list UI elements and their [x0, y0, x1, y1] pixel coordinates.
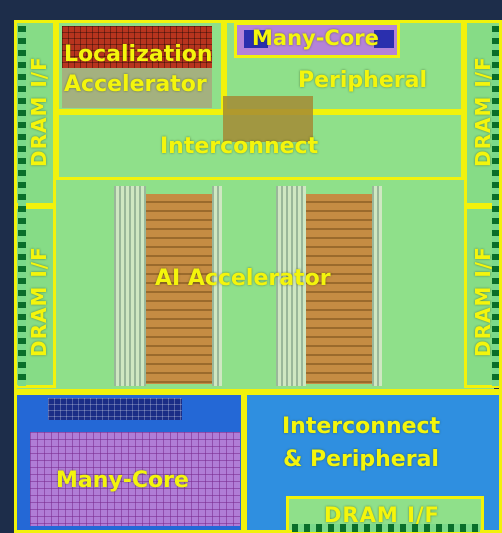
many-core-top-label: Many-Core — [252, 26, 379, 50]
localization-accelerator-array — [62, 26, 212, 68]
ai-accelerator-array-right-io — [276, 186, 306, 386]
die-outline — [14, 20, 502, 392]
many-core-top-core — [244, 30, 268, 48]
many-core-bottom-label: Many-Core — [56, 468, 189, 493]
many-core-bottom-cache — [48, 398, 182, 420]
ai-accelerator-array-right — [306, 194, 372, 384]
many-core-top-core-2 — [374, 30, 394, 48]
peripheral-label: Peripheral — [298, 68, 428, 93]
ai-accelerator-array-right-io-2 — [372, 186, 382, 386]
interconnect-peripheral-label: Interconnect & Peripheral — [282, 414, 441, 472]
localization-accelerator-gray — [62, 68, 212, 108]
interconnect-core — [223, 96, 313, 142]
dram-pads-bottom — [292, 524, 480, 532]
localization-accelerator-label: Localization Accelerator — [64, 42, 213, 97]
ai-accelerator-array-left — [146, 194, 212, 384]
dram-pads-right — [492, 26, 500, 386]
dram-pads-left — [18, 26, 26, 386]
dram-if-bottom-label: DRAM I/F — [324, 503, 440, 527]
interconnect-label: Interconnect — [160, 134, 319, 159]
many-core-bottom-array — [30, 432, 240, 526]
ai-accelerator-array-left-io-2 — [212, 186, 222, 386]
ai-accelerator-label: AI Accelerator — [155, 266, 331, 291]
ai-accelerator-array-left-io — [114, 186, 146, 386]
